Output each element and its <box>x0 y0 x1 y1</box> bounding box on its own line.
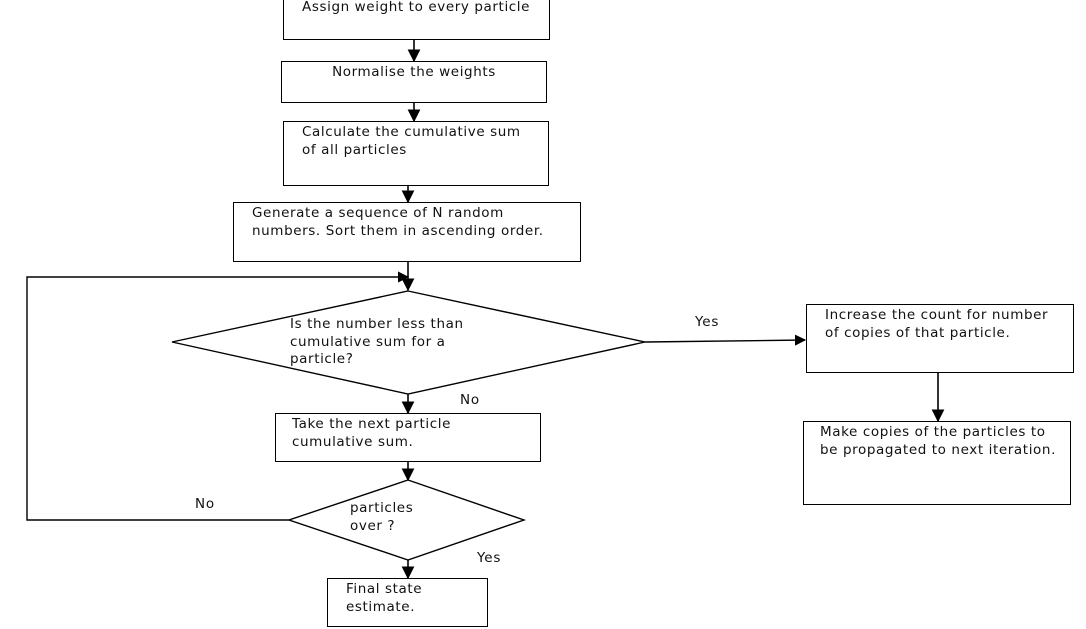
node-increase-count: Increase the count for number of copies … <box>806 304 1074 373</box>
node-cumulative-sum-text: Calculate the cumulative sum of all part… <box>302 124 521 158</box>
node-generate-sequence-text: Generate a sequence of N random numbers.… <box>252 205 544 239</box>
decision-diamond-over <box>286 479 527 561</box>
node-normalise: Normalise the weights <box>281 61 547 103</box>
decision-over-text: particles over ? <box>350 500 414 534</box>
node-cumulative-sum: Calculate the cumulative sum of all part… <box>283 121 549 186</box>
node-final-estimate: Final state estimate. <box>327 578 488 627</box>
node-final-estimate-text: Final state estimate. <box>346 581 423 615</box>
edge-decision-increase <box>644 334 807 346</box>
node-next-particle: Take the next particle cumulative sum. <box>275 413 541 462</box>
node-make-copies-text: Make copies of the particles to be propa… <box>820 424 1056 458</box>
edge-label-yes-down: Yes <box>477 550 502 566</box>
node-generate-sequence: Generate a sequence of N random numbers.… <box>233 202 581 262</box>
node-next-particle-text: Take the next particle cumulative sum. <box>292 416 451 450</box>
edge-loop-back <box>26 271 410 521</box>
edge-label-yes-right: Yes <box>695 314 720 330</box>
edge-label-no-loop: No <box>195 496 215 512</box>
node-assign-weight-text: Assign weight to every particle <box>302 0 531 15</box>
decision-less-text: Is the number less than cumulative sum f… <box>290 316 464 367</box>
decision-diamond-less <box>171 290 646 395</box>
node-increase-count-text: Increase the count for number of copies … <box>825 307 1049 341</box>
node-make-copies: Make copies of the particles to be propa… <box>803 421 1071 505</box>
node-normalise-text: Normalise the weights <box>332 64 496 80</box>
edge-label-no-down: No <box>460 392 480 408</box>
node-assign-weight: Assign weight to every particle <box>283 0 550 40</box>
